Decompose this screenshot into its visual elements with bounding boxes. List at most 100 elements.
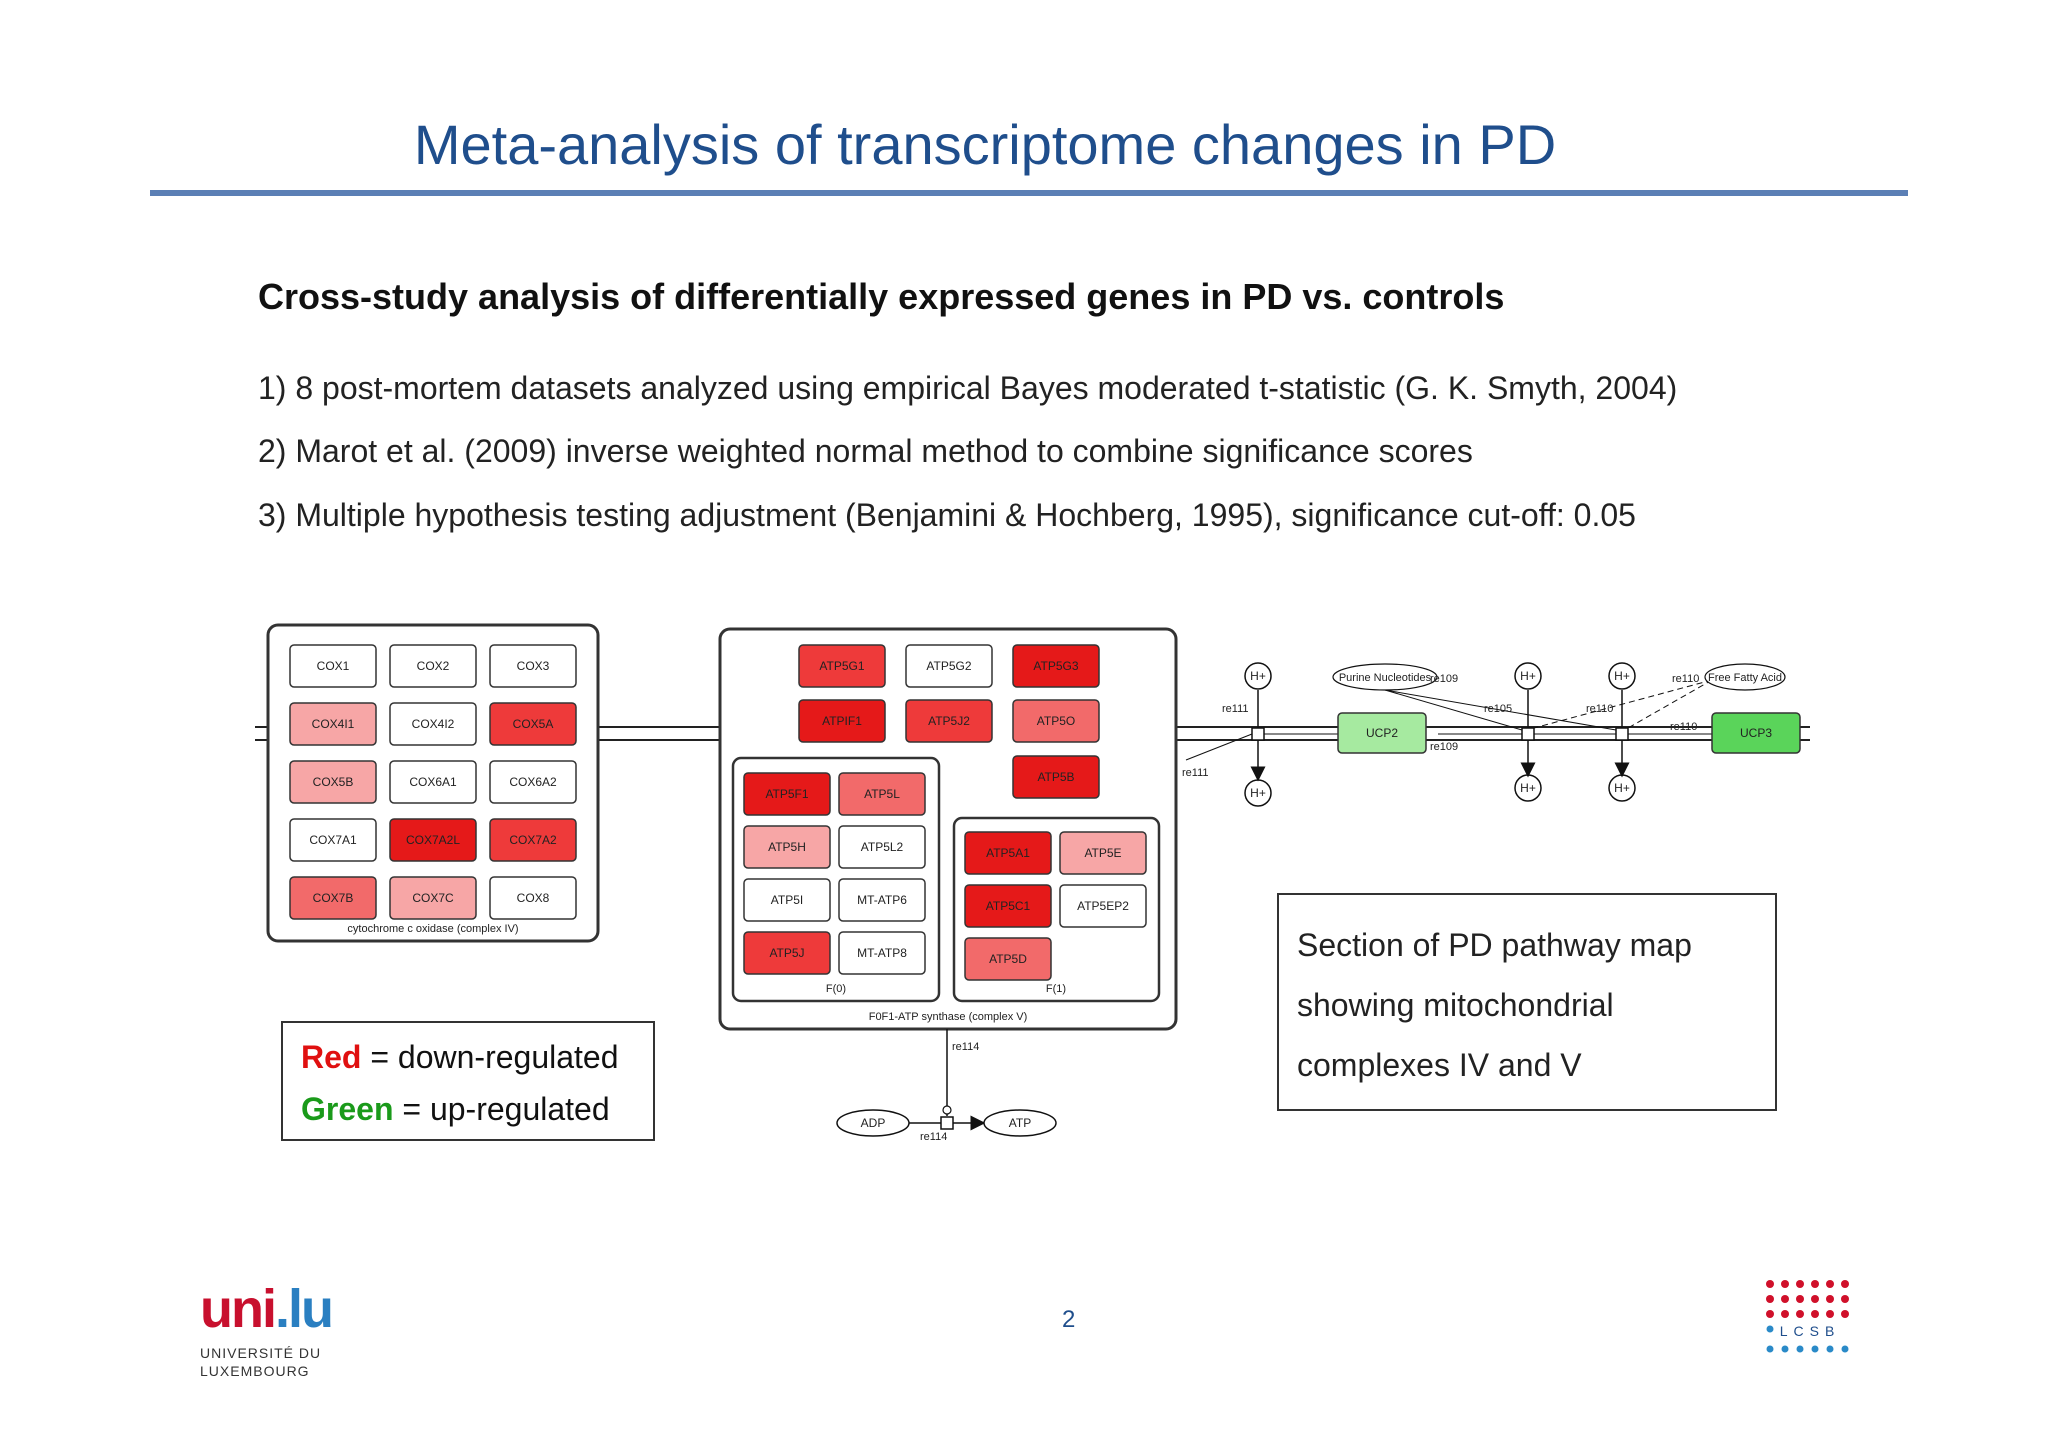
- gene-label: ATP5J2: [928, 714, 970, 728]
- atp-label: ATP: [1009, 1116, 1031, 1130]
- gene-label: COX5A: [513, 717, 554, 731]
- lcsb-dot: [1841, 1280, 1849, 1288]
- gene-label: ATP5D: [989, 952, 1027, 966]
- uni-lu-wordmark: uni.lu: [200, 1279, 334, 1339]
- legend-red-word: Red: [301, 1039, 362, 1075]
- gene-box-atp5j2: ATP5J2: [905, 699, 993, 743]
- slide-title: Meta-analysis of transcriptome changes i…: [413, 113, 1557, 176]
- hplus-label: H+: [1250, 786, 1266, 800]
- gene-box-atp5b: ATP5B: [1012, 755, 1100, 799]
- re105-label: re105: [1484, 703, 1512, 715]
- f0-label: F(0): [826, 983, 846, 995]
- gene-label: ATP5J: [769, 946, 804, 960]
- gene-label: ATP5L2: [861, 840, 904, 854]
- hplus-label: H+: [1614, 669, 1630, 683]
- atp-reaction: re114 ADP ATP re114: [836, 1029, 1057, 1143]
- gene-label: COX8: [517, 891, 550, 905]
- lcsb-dot: [1826, 1280, 1834, 1288]
- gene-box-cox4i1: COX4I1: [289, 702, 377, 746]
- gene-box-atp5c1: ATP5C1: [964, 884, 1052, 928]
- gene-box-atp5l: ATP5L: [838, 772, 926, 816]
- ucp2-label: UCP2: [1366, 726, 1398, 740]
- gene-box-atp5j: ATP5J: [743, 931, 831, 975]
- hplus-label: H+: [1520, 781, 1536, 795]
- hplus-node: H+: [1244, 779, 1272, 807]
- gene-label: MT-ATP6: [857, 893, 907, 907]
- hplus-label: H+: [1520, 669, 1536, 683]
- gene-box-cox6a1: COX6A1: [389, 760, 477, 804]
- lcsb-dot: [1781, 1295, 1789, 1303]
- gene-label: ATP5B: [1037, 770, 1074, 784]
- lcsb-dot: [1766, 1325, 1774, 1333]
- gene-box-atp5l2: ATP5L2: [838, 825, 926, 869]
- re111-label-b: re111: [1182, 767, 1209, 779]
- gene-box-cox1: COX1: [289, 644, 377, 688]
- gene-label: COX3: [517, 659, 550, 673]
- caption-line-2: showing mitochondrial: [1297, 987, 1614, 1023]
- gene-label: COX7A2: [509, 833, 557, 847]
- lcsb-dot: [1796, 1280, 1804, 1288]
- hplus-node: H+: [1244, 662, 1272, 690]
- gene-label: MT-ATP8: [857, 946, 907, 960]
- lcsb-dot: [1781, 1345, 1789, 1353]
- ucp3-node: [1711, 712, 1801, 754]
- gene-box-atp5f1: ATP5F1: [743, 772, 831, 816]
- gene-box-cox7c: COX7C: [389, 876, 477, 920]
- lcsb-dot: [1766, 1310, 1774, 1318]
- title-rule: [150, 190, 1908, 196]
- uni-line-2: LUXEMBOURG: [200, 1363, 310, 1379]
- gene-label: COX7A2L: [406, 833, 460, 847]
- ucp2-node: [1337, 712, 1427, 754]
- gene-box-atpif1: ATPIF1: [798, 699, 886, 743]
- bullet-point-2: 2) Marot et al. (2009) inverse weighted …: [258, 433, 1473, 469]
- gene-box-cox2: COX2: [389, 644, 477, 688]
- hplus-node: H+: [1514, 662, 1542, 690]
- gene-label: COX1: [317, 659, 350, 673]
- ucp-section: H+H+H+H+H+H+ UCP2 UCP3 Purine Nucleotide…: [1182, 662, 1801, 807]
- gene-box-atp5ep2: ATP5EP2: [1059, 884, 1147, 928]
- gene-box-atp5d: ATP5D: [964, 937, 1052, 981]
- gene-box-cox7b: COX7B: [289, 876, 377, 920]
- re109-label-a: re109: [1430, 673, 1458, 685]
- gene-label: COX7A1: [309, 833, 357, 847]
- gene-box-cox3: COX3: [489, 644, 577, 688]
- legend-red-text: = down-regulated: [361, 1039, 619, 1075]
- gene-box-atp5g2: ATP5G2: [905, 644, 993, 688]
- lcsb-dot: [1811, 1345, 1819, 1353]
- lcsb-dot: [1766, 1280, 1774, 1288]
- lcsb-logo: LCSB: [1766, 1280, 1849, 1353]
- page-number: 2: [1062, 1306, 1076, 1333]
- hplus-label: H+: [1250, 669, 1266, 683]
- subtitle: Cross-study analysis of differentially e…: [258, 276, 1505, 317]
- gene-box-atp5g3: ATP5G3: [1012, 644, 1100, 688]
- lcsb-dot: [1826, 1295, 1834, 1303]
- gene-box-atp5h: ATP5H: [743, 825, 831, 869]
- gene-box-cox4i2: COX4I2: [389, 702, 477, 746]
- lcsb-dot: [1811, 1310, 1819, 1318]
- gene-box-mt-atp8: MT-ATP8: [838, 931, 926, 975]
- purine-label: Purine Nucleotides: [1339, 672, 1432, 684]
- legend-green-line: Green = up-regulated: [301, 1091, 610, 1128]
- ucp3-label: UCP3: [1740, 726, 1772, 740]
- adp-label: ADP: [861, 1116, 886, 1130]
- uni-wordmark-part: uni: [200, 1279, 277, 1339]
- gene-label: COX6A1: [409, 775, 457, 789]
- gene-box-atp5o: ATP5O: [1012, 699, 1100, 743]
- gene-box-atp5e: ATP5E: [1059, 831, 1147, 875]
- lcsb-dot: [1826, 1310, 1834, 1318]
- gene-label: COX7B: [313, 891, 354, 905]
- legend-red-line: Red = down-regulated: [301, 1039, 619, 1076]
- gene-label: ATP5G1: [819, 659, 864, 673]
- gene-label: ATPIF1: [822, 714, 862, 728]
- gene-box-mt-atp6: MT-ATP6: [838, 878, 926, 922]
- gene-box-cox6a2: COX6A2: [489, 760, 577, 804]
- lcsb-dot: [1766, 1295, 1774, 1303]
- gene-label: ATP5E: [1084, 846, 1121, 860]
- legend-green-text: = up-regulated: [393, 1091, 610, 1127]
- lcsb-dot: [1841, 1310, 1849, 1318]
- uni-line-1: UNIVERSITÉ DU: [200, 1345, 322, 1361]
